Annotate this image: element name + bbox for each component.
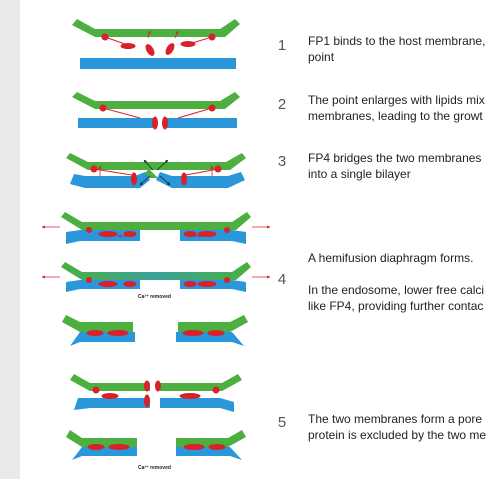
- step-4-description: A hemifusion diaphragm forms. In the end…: [308, 250, 500, 314]
- viral-membrane-right: [180, 230, 246, 244]
- step-4-line-4: like FP4, providing further contac: [308, 299, 484, 313]
- step-2-line-1: The point enlarges with lipids mix: [308, 93, 485, 107]
- fusion-protein: [86, 227, 230, 237]
- step-1-line-1: FP1 binds to the host membrane,: [308, 34, 486, 48]
- step-2-line-2: membranes, leading to the growt: [308, 109, 483, 123]
- stage-4c-diagram: [62, 315, 248, 346]
- step-4-line-3: In the endosome, lower free calci: [308, 283, 485, 297]
- stage-4a-diagram: [41, 212, 271, 244]
- step-3-line-2: into a single bilayer: [308, 167, 411, 181]
- step-3-line-1: FP4 bridges the two membranes: [308, 151, 482, 165]
- stage-4b-diagram: Ca²⁺ removed: [41, 262, 271, 300]
- host-membrane-left: [66, 430, 137, 447]
- fusion-protein: [86, 330, 225, 336]
- step-5-line-1: The two membranes form a pore: [308, 412, 483, 426]
- viral-membrane-left: [78, 118, 155, 128]
- calcium-removed-label: Ca²⁺ removed: [138, 465, 171, 471]
- viral-membrane-right: [165, 118, 237, 128]
- fusion-protein: [99, 104, 216, 130]
- stage-5b-diagram: Ca²⁺ removed: [66, 430, 246, 471]
- host-membrane-right: [160, 374, 242, 391]
- fusion-protein: [92, 380, 220, 408]
- viral-membrane: [80, 58, 236, 69]
- stage-1-diagram: [72, 19, 240, 69]
- stage-3-diagram: [66, 153, 246, 188]
- viral-membrane-left: [74, 398, 150, 410]
- host-membrane-left: [62, 315, 133, 332]
- left-gray-strip: [0, 0, 20, 479]
- fusion-protein: [86, 277, 230, 287]
- host-membrane: [72, 92, 240, 109]
- hemifusion-diaphragm: [61, 262, 251, 280]
- fusion-protein: [90, 165, 222, 186]
- viral-membrane-right: [156, 172, 245, 188]
- step-4-line-1: A hemifusion diaphragm forms.: [308, 251, 474, 265]
- step-1-line-2: point: [308, 50, 335, 64]
- step-number-1: 1: [277, 37, 287, 54]
- step-number-2: 2: [277, 96, 287, 113]
- stage-5a-diagram: [70, 374, 242, 412]
- step-5-line-2: protein is excluded by the two me: [308, 428, 487, 442]
- viral-membrane-right: [176, 447, 242, 460]
- step-5-description: The two membranes form a pore protein is…: [308, 411, 500, 443]
- host-membrane: [61, 212, 251, 230]
- fusion-protein: [101, 33, 216, 56]
- step-number-3: 3: [277, 153, 287, 170]
- viral-membrane-left: [70, 172, 150, 188]
- fusion-protein: [87, 444, 226, 450]
- step-number-4: 4: [277, 271, 287, 288]
- stage-2-diagram: [72, 92, 240, 130]
- host-membrane-left: [70, 374, 150, 391]
- host-membrane: [72, 19, 240, 37]
- step-2-description: The point enlarges with lipids mix membr…: [308, 92, 500, 124]
- step-4-line-2: [308, 266, 500, 282]
- host-membrane-right: [178, 315, 248, 332]
- viral-membrane-left: [66, 230, 140, 244]
- calcium-removed-label: Ca²⁺ removed: [138, 294, 171, 300]
- host-membrane-right: [176, 430, 246, 447]
- step-1-description: FP1 binds to the host membrane, point: [308, 33, 500, 65]
- step-number-5: 5: [277, 414, 287, 431]
- host-membrane: [66, 153, 246, 178]
- viral-membrane-left: [72, 447, 137, 460]
- step-3-description: FP4 bridges the two membranes into a sin…: [308, 150, 500, 182]
- viral-membrane-right: [160, 398, 234, 412]
